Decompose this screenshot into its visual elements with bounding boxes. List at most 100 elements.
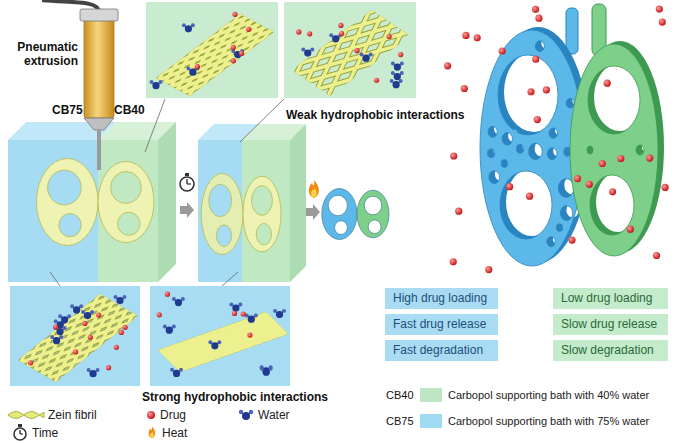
zein-fibril [40, 361, 126, 421]
water-molecule [185, 25, 192, 32]
zein-fibril [67, 107, 117, 189]
water-molecule [282, 309, 286, 313]
drug-particle [354, 48, 359, 53]
leader-lines [50, 272, 60, 286]
water-molecule [70, 304, 74, 308]
water-molecule [163, 325, 176, 334]
zein-fibril [18, 369, 104, 429]
water-molecule [172, 325, 176, 329]
water-molecule [394, 73, 401, 80]
drug-particle [147, 411, 155, 419]
water-molecule [159, 80, 163, 84]
butterfly-scaffold [357, 190, 389, 238]
zein-fibril [170, 130, 212, 216]
zein-fibril [394, 0, 436, 48]
supporting-bath [198, 140, 242, 282]
zein-fibril [113, 239, 233, 283]
drug-particle [455, 208, 462, 215]
zein-fibril [0, 370, 71, 414]
water-molecule [232, 305, 239, 312]
water-molecule [260, 367, 273, 376]
printed-scaffold [322, 188, 389, 239]
timer-icon [20, 433, 23, 434]
supporting-bath [8, 122, 176, 282]
zein-fibril [157, 204, 277, 248]
zein-fibril [342, 269, 472, 285]
drug-particle [123, 325, 128, 330]
zein-fibril [143, 216, 263, 260]
zein-fibril [172, 192, 292, 236]
water-molecule [239, 410, 253, 420]
property-box: Fast drug release [385, 314, 498, 335]
water-molecule [399, 79, 403, 83]
zein-fibril [25, 311, 145, 355]
timer-icon [18, 424, 22, 427]
zein-fibril [331, 273, 461, 289]
drug-particle [444, 62, 451, 69]
water-molecule [182, 23, 186, 27]
legend-swatch [420, 414, 442, 428]
water-molecule [249, 410, 253, 414]
syringe [84, 118, 114, 130]
drug-particle [450, 258, 457, 265]
drug-particle [535, 15, 542, 22]
water-molecule [79, 304, 83, 308]
leader-lines [240, 99, 284, 142]
water-molecule [123, 295, 127, 299]
water-molecule [391, 71, 404, 80]
zein-fibril [260, 63, 302, 149]
water-molecule [170, 368, 174, 372]
water-molecule [369, 53, 373, 57]
leader-lines [222, 272, 238, 286]
magnified-inset [0, 258, 504, 443]
zein-fibril [331, 273, 461, 289]
water-molecule [242, 412, 250, 420]
process-arrow [180, 202, 194, 218]
zein-fibril [98, 84, 148, 166]
water-molecule [181, 297, 185, 301]
zein-fibril [170, 130, 212, 216]
water-molecule [59, 335, 63, 339]
zein-fibril [40, 307, 84, 395]
timer-icon [185, 173, 189, 176]
water-molecule [90, 310, 94, 314]
water-molecule [400, 71, 404, 75]
water-molecule [170, 368, 183, 377]
water-molecule [84, 312, 91, 319]
zein-fibril [234, 307, 364, 323]
timer-icon [187, 183, 191, 184]
drug-particle [374, 78, 379, 83]
zein-fibril [143, 216, 263, 260]
water-molecule [391, 62, 395, 66]
zein-fibril [128, 228, 248, 272]
water-molecule [172, 297, 176, 301]
water-molecule [273, 309, 277, 313]
drug-particle [241, 311, 246, 316]
zein-fibril [0, 367, 10, 443]
zein-fibril [54, 295, 98, 383]
zein-fibril [288, 274, 374, 334]
water-molecule [390, 79, 403, 88]
legend-text: Water [258, 408, 290, 422]
zein-fibril [98, 84, 148, 166]
supporting-bath [8, 140, 98, 282]
property-box: High drug loading [385, 288, 498, 309]
drug-particle [157, 312, 162, 317]
zein-fibril [342, 269, 472, 285]
drug-particle [485, 266, 492, 273]
property-box: Slow degradation [553, 340, 668, 361]
syringe [97, 130, 101, 170]
legend-text: Carbopol supporting bath with 75% water [448, 414, 649, 428]
annotation-label: Pneumatic extrusion [2, 40, 78, 68]
drug-particle [239, 51, 244, 56]
zein-fibril [237, 80, 279, 166]
zein-fibril [234, 307, 364, 323]
zein-fibril [22, 142, 72, 224]
drug-particle [106, 365, 111, 370]
zein-fibril [372, 0, 414, 65]
drug-particle [532, 6, 539, 13]
legend-text: Time [32, 426, 58, 440]
zein-fibril [394, 0, 436, 48]
leader-lines [50, 99, 284, 286]
water-molecule [231, 49, 244, 58]
